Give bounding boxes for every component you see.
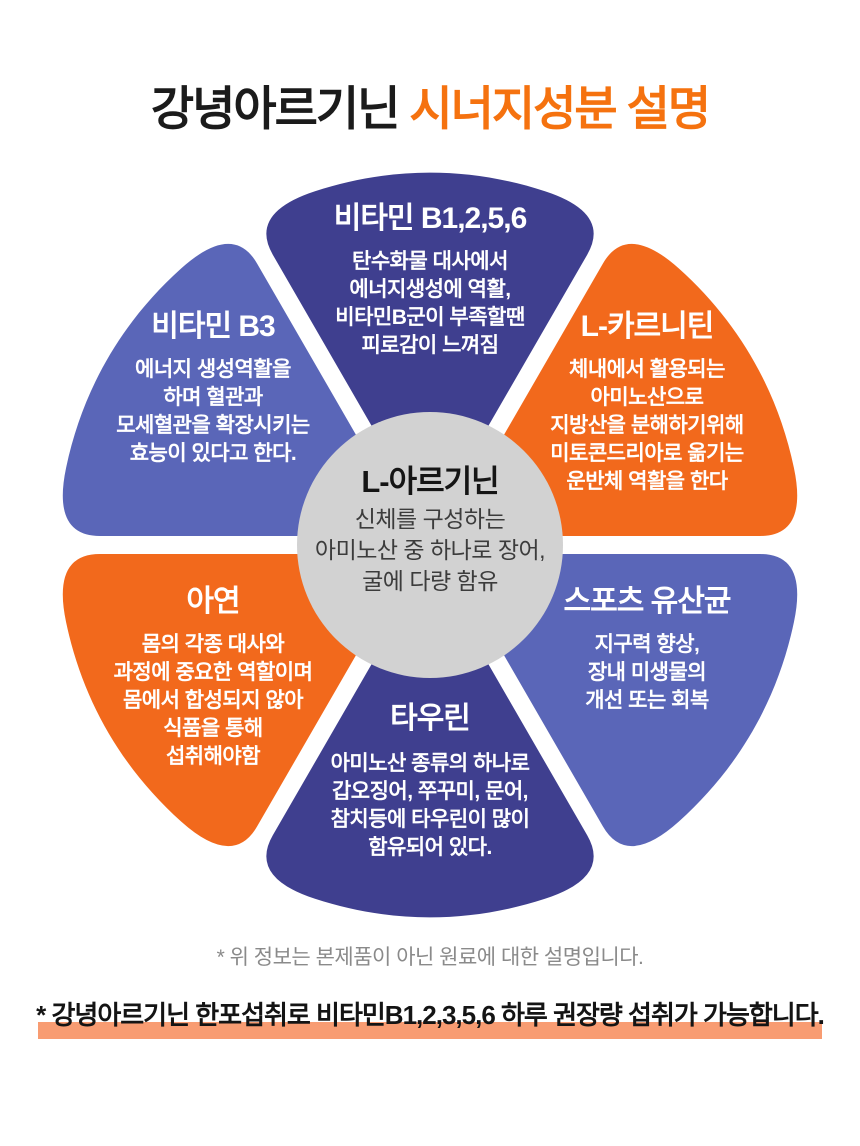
text-line: 장내 미생물의 xyxy=(587,661,707,684)
text-line: 탄수화물 대사에서 xyxy=(352,250,508,273)
petal-vitamin-b-group-title: 비타민 B1,2,5,6 xyxy=(333,202,528,235)
text-line: 모세혈관을 확장시키는 xyxy=(116,414,310,437)
text-line: 비타민B군이 부족할땐 xyxy=(335,306,525,329)
highlight-note-text: * 강녕아르기닌 한포섭취로 비타민B1,2,3,5,6 하루 권장량 섭취가 … xyxy=(36,1000,825,1030)
text-line: 에너지생성에 역활, xyxy=(349,278,511,301)
petal-zinc-title: 아연 xyxy=(186,585,240,618)
petal-vitamin-b3-title: 비타민 B3 xyxy=(151,310,276,343)
text-line: 몸에서 합성되지 않아 xyxy=(122,689,304,712)
text-line: 효능이 있다고 한다. xyxy=(129,442,297,465)
text-line: 과정에 중요한 역할이며 xyxy=(113,661,313,684)
petal-sports-lactobacillus-title: 스포츠 유산균 xyxy=(563,585,732,618)
highlight-bar xyxy=(38,1022,822,1039)
text-line: 섭취해야함 xyxy=(165,745,261,768)
text-line: 신체를 구성하는 xyxy=(354,506,506,532)
text-line: 피로감이 느껴짐 xyxy=(361,334,499,357)
petal-taurine-title: 타우린 xyxy=(390,702,471,735)
text-line: 참치등에 타우린이 많이 xyxy=(330,808,530,831)
text-line: 함유되어 있다. xyxy=(368,836,492,859)
text-line: 아미노산 종류의 하나로 xyxy=(330,752,530,775)
page-title: 강녕아르기닌 시너지성분 설명 xyxy=(0,70,860,139)
text-line: 개선 또는 회복 xyxy=(585,689,709,712)
text-line: 아미노산으로 xyxy=(590,386,704,409)
text-line: 아미노산 중 하나로 장어, xyxy=(314,537,546,563)
center-circle xyxy=(297,412,563,678)
text-line: 지구력 향상, xyxy=(594,633,700,656)
text-line: 미토콘드리아로 옮기는 xyxy=(550,442,744,465)
text-line: 굴에 다량 함유 xyxy=(362,568,498,594)
text-line: 체내에서 활용되는 xyxy=(569,358,725,381)
text-line: 몸의 각종 대사와 xyxy=(141,633,285,656)
text-line: 식품을 통해 xyxy=(163,717,263,740)
footnote: * 위 정보는 본제품이 아닌 원료에 대한 설명입니다. xyxy=(216,946,644,969)
text-line: 운반체 역활을 한다 xyxy=(566,470,728,493)
highlight-note-wrap: * 강녕아르기닌 한포섭취로 비타민B1,2,3,5,6 하루 권장량 섭취가 … xyxy=(36,995,825,1039)
text-line: 지방산을 분해하기위해 xyxy=(550,414,744,437)
text-line: 하며 혈관과 xyxy=(163,386,263,409)
page-title-black: 강녕아르기닌 xyxy=(150,82,410,135)
petal-l-carnitine-title: L-카르니틴 xyxy=(580,310,715,343)
text-line: 에너지 생성역활을 xyxy=(135,358,291,381)
text-line: 갑오징어, 쭈꾸미, 문어, xyxy=(331,780,529,803)
highlight-note: * 강녕아르기닌 한포섭취로 비타민B1,2,3,5,6 하루 권장량 섭취가 … xyxy=(0,995,860,1039)
page-title-accent: 시너지성분 설명 xyxy=(409,82,711,135)
center-l-arginine-title: L-아르기닌 xyxy=(361,464,499,499)
